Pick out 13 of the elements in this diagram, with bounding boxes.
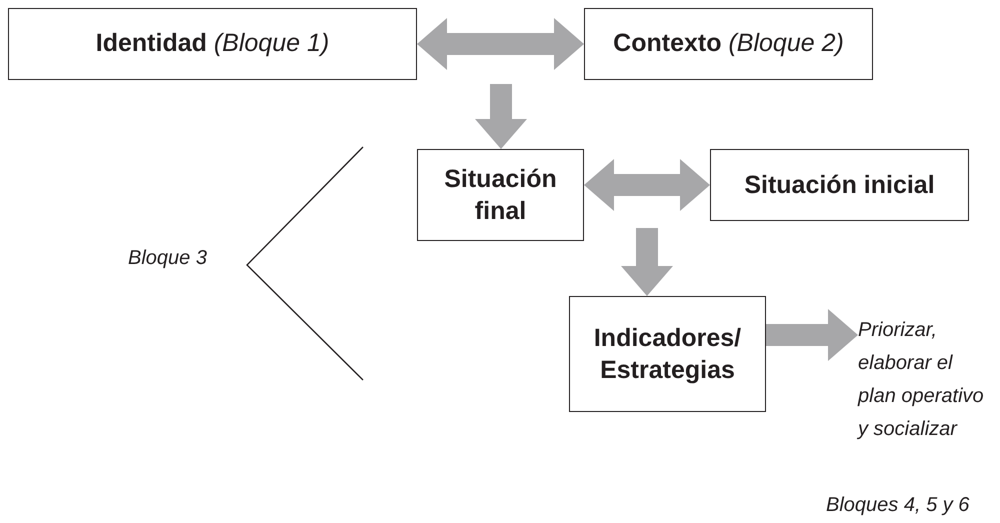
box-label: Indicadores/ Estrategias (592, 323, 742, 386)
group-label: Bloques 4, 5 y 6 (826, 493, 970, 518)
process-box (8, 8, 417, 80)
process-box (584, 8, 873, 80)
process-box (417, 149, 584, 241)
box-label: Contexto (Bloque 2) (613, 28, 844, 60)
box-label: Identidad (Bloque 1) (96, 28, 330, 60)
box-label: Situación final (443, 164, 558, 227)
process-box (569, 296, 766, 412)
note-text: Priorizar, elaborar el plan operativo y socializar (858, 314, 986, 446)
process-box (710, 149, 969, 221)
box-label: Situación inicial (743, 170, 936, 201)
group-label: Bloque 3 (128, 246, 207, 271)
